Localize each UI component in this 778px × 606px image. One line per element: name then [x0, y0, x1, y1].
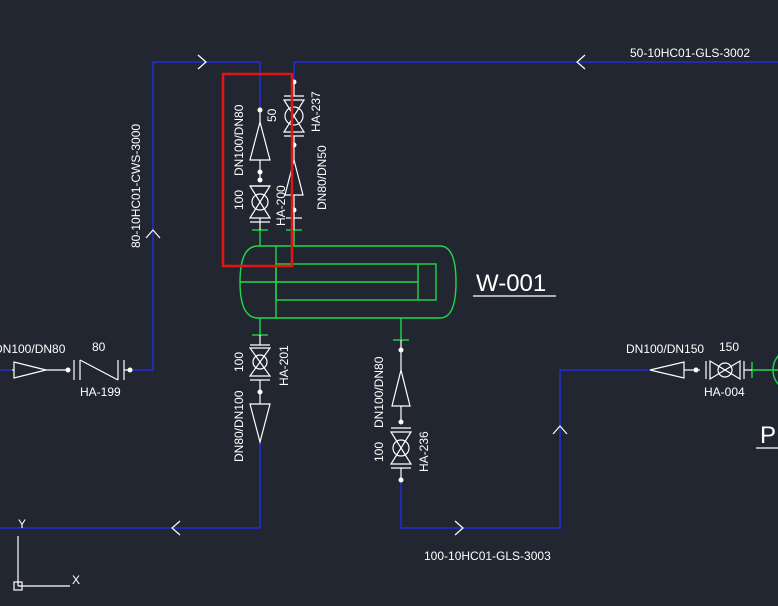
reducer-icon	[249, 119, 271, 161]
reducer-icon	[391, 369, 411, 407]
node-dot	[398, 419, 404, 425]
node-dot	[398, 477, 404, 483]
valve-tag: HA-201	[277, 345, 291, 386]
reducer-icon	[13, 361, 47, 379]
reducer-icon	[649, 361, 685, 379]
size-label: 100	[232, 352, 246, 372]
size-label: 100	[232, 190, 246, 210]
flow-arrow-icon	[145, 229, 161, 239]
line-label-gls-3002: 50-10HC01-GLS-3002	[630, 46, 750, 60]
size-label: 50	[265, 108, 279, 122]
reducer-label: DN100/DN80	[232, 104, 246, 176]
flow-arrow-icon	[552, 425, 568, 435]
valve-tag: HA-237	[309, 91, 323, 132]
branch-top-right[interactable]	[282, 82, 306, 230]
node-dot	[693, 367, 699, 373]
size-label: 80	[92, 340, 106, 354]
pipe-gls-3002[interactable]	[293, 61, 778, 82]
reducer-label: DN80/DN50	[315, 145, 329, 210]
reducer-label: DN80/DN100	[232, 390, 246, 462]
flow-arrow-icon	[576, 54, 586, 70]
flow-arrow-icon	[454, 520, 464, 536]
heat-exchanger-w001[interactable]	[239, 229, 457, 341]
node-dot	[257, 107, 263, 113]
flow-arrow-icon	[171, 520, 181, 536]
equipment-tag-partial: P	[760, 422, 776, 449]
pipe-gls-3003[interactable]	[400, 369, 650, 529]
node-dot	[257, 389, 263, 395]
equipment-tag-w001: W-001	[476, 270, 546, 297]
ucs-x-label: X	[72, 573, 80, 587]
size-label: 100	[372, 442, 386, 462]
flow-arrows	[145, 54, 586, 536]
reducer-label: DN100/DN80	[0, 342, 66, 356]
pipe-bottom-left[interactable]	[0, 442, 261, 529]
node-dot	[398, 347, 404, 353]
gate-valve-icon	[389, 431, 413, 450]
branch-top-left[interactable]	[248, 110, 272, 230]
branch-bottom-left[interactable]	[248, 335, 272, 445]
valve-tag: HA-004	[704, 385, 745, 399]
valve-tag: HA-199	[80, 385, 121, 399]
size-label: 150	[719, 340, 739, 354]
selection-rectangle[interactable]	[221, 72, 294, 268]
line-label-gls-3003: 100-10HC01-GLS-3003	[424, 549, 551, 563]
pipelines	[0, 61, 778, 529]
reducer-icon	[249, 403, 271, 445]
pipe-cws-3000[interactable]	[130, 61, 261, 371]
flow-arrow-icon	[197, 54, 207, 70]
gate-valve-icon	[282, 99, 306, 118]
reducer-label: DN100/DN150	[626, 342, 704, 356]
check-valve-icon	[79, 359, 119, 381]
ucs-y-label: Y	[18, 517, 26, 531]
gate-valve-icon	[248, 347, 272, 364]
valve-tag: HA-200	[274, 185, 288, 226]
branch-right[interactable]	[649, 359, 752, 381]
branch-left-feed[interactable]	[12, 359, 130, 381]
line-label-cws: 80-10HC01-CWS-3000	[129, 124, 143, 248]
branch-bottom-mid[interactable]	[389, 340, 413, 480]
valve-tag: HA-236	[417, 431, 431, 472]
node-dot	[127, 367, 133, 373]
node-dot	[257, 177, 263, 183]
node-dot	[257, 169, 263, 175]
node-dot	[65, 367, 71, 373]
labels: 80-10HC01-CWS-3000 50-10HC01-GLS-3002 10…	[0, 46, 750, 563]
ucs-icon	[13, 536, 70, 591]
reducer-label: DN100/DN80	[372, 356, 386, 428]
gate-valve-icon	[709, 359, 727, 381]
pump-partial[interactable]	[751, 348, 778, 392]
